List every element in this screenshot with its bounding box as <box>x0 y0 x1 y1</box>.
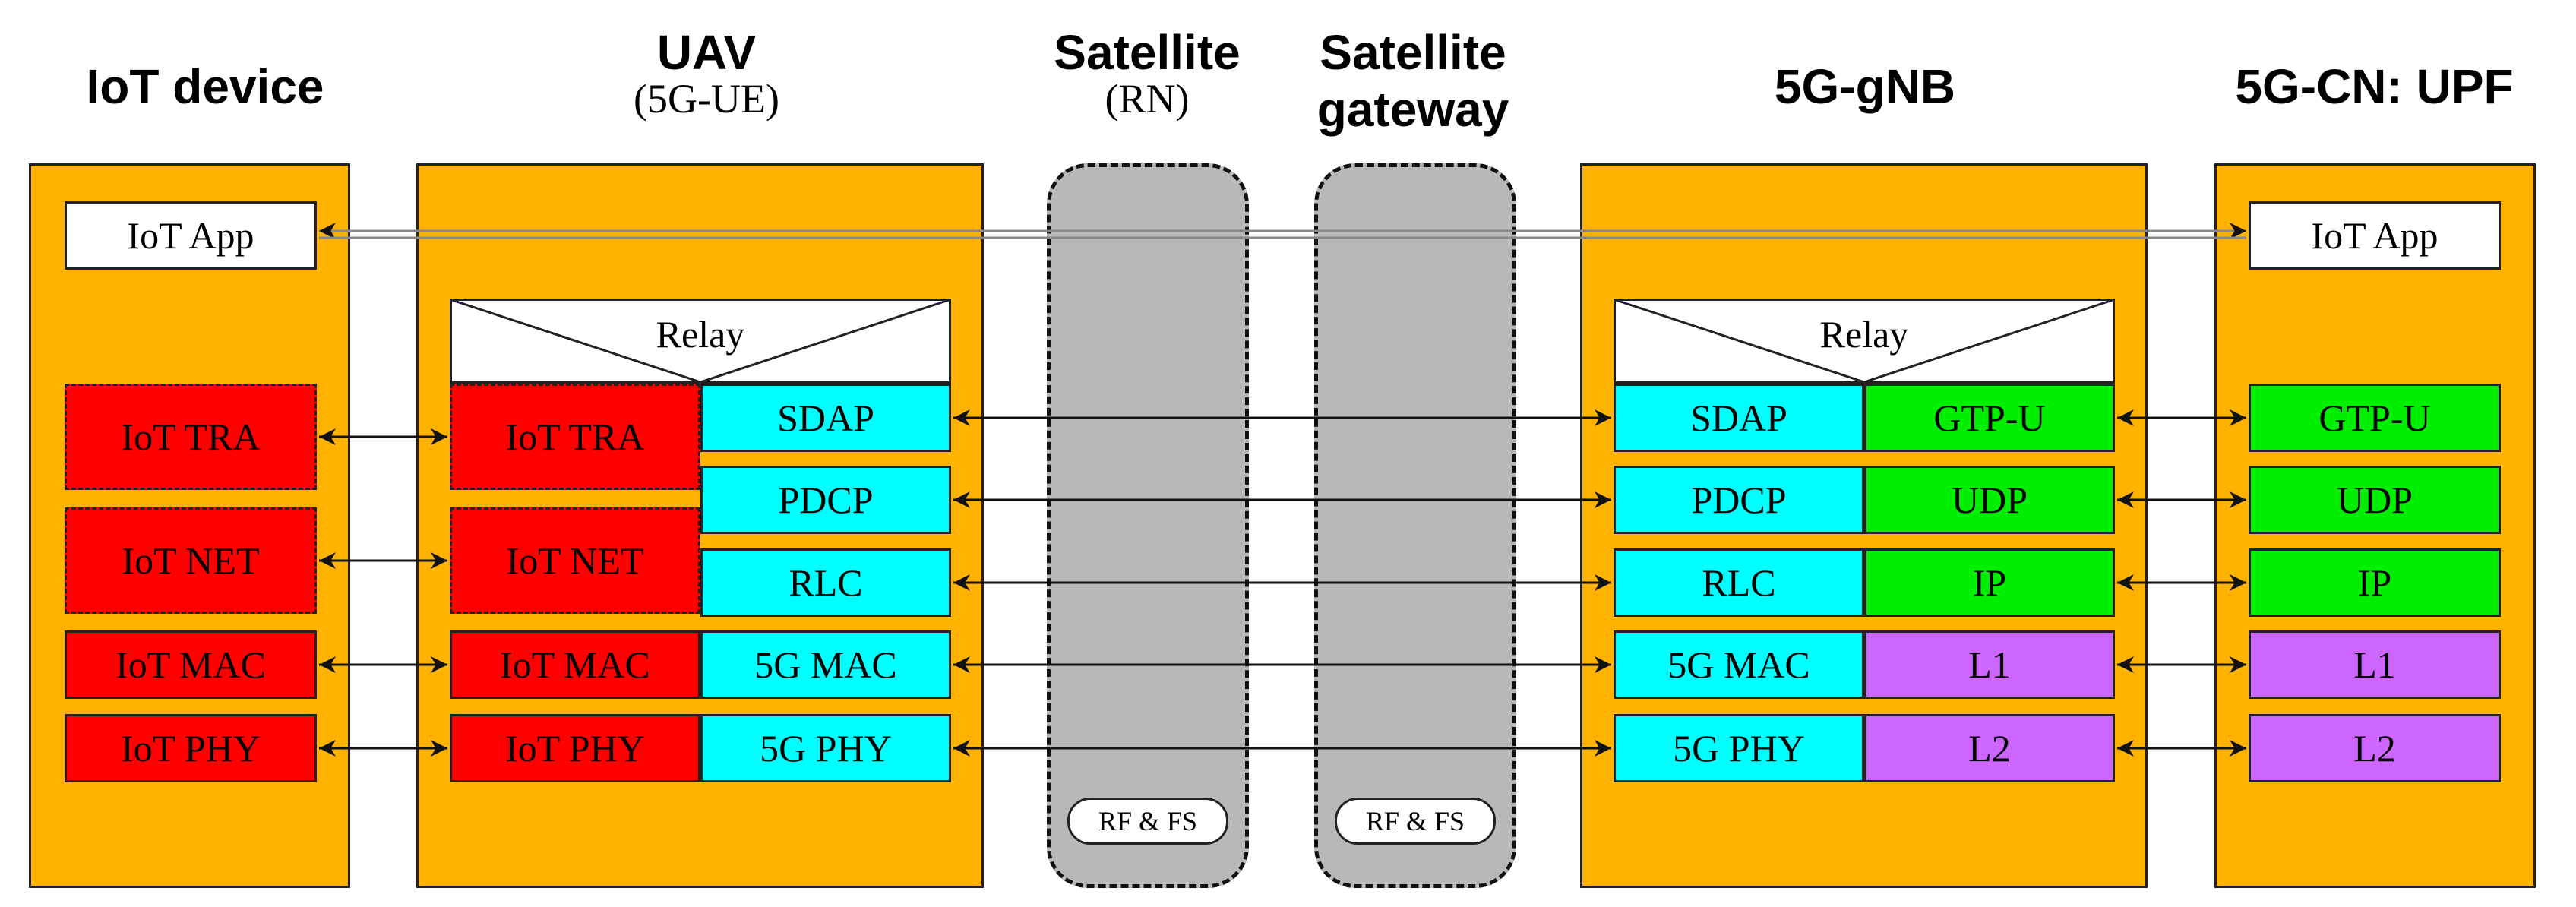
iot-device-mac: IoT MAC <box>65 630 317 699</box>
gnb-title: 5G-gNB <box>1774 59 1956 114</box>
iot-device-tra: IoT TRA <box>65 384 317 490</box>
uav-5g-phy: 5G PHY <box>700 714 951 782</box>
cn-udp: UDP <box>2249 466 2501 534</box>
uav-iot-mac: IoT MAC <box>450 630 700 699</box>
gnb-rlc: RLC <box>1614 548 1864 617</box>
satellite-rf-fs: RF & FS <box>1067 798 1228 845</box>
uav-subtitle: (5G-UE) <box>634 76 779 122</box>
iot-device-title: IoT device <box>86 59 324 114</box>
gnb-relay-label: Relay <box>1819 313 1909 356</box>
uav-relay-shape <box>450 299 951 384</box>
uav-title: UAV <box>656 25 757 80</box>
cn-title: 5G-CN: UPF <box>2235 59 2514 114</box>
gnb-pdcp: PDCP <box>1614 466 1864 534</box>
uav-iot-phy: IoT PHY <box>450 714 700 782</box>
gnb-l1: L1 <box>1864 630 2115 699</box>
gnb-l2: L2 <box>1864 714 2115 782</box>
iot-device-phy: IoT PHY <box>65 714 317 782</box>
satellite-column <box>1047 163 1249 888</box>
uav-pdcp: PDCP <box>700 466 951 534</box>
cn-l2: L2 <box>2249 714 2501 782</box>
uav-sdap: SDAP <box>700 384 951 452</box>
satellite-title: Satellite <box>1054 25 1241 80</box>
uav-relay-label: Relay <box>656 313 745 356</box>
uav-relay: Relay <box>450 299 951 384</box>
cn-ip: IP <box>2249 548 2501 617</box>
satellite-gateway-rf-fs: RF & FS <box>1335 798 1496 845</box>
gnb-sdap: SDAP <box>1614 384 1864 452</box>
gnb-relay: Relay <box>1614 299 2115 384</box>
cn-gtp-u: GTP-U <box>2249 384 2501 452</box>
gnb-udp: UDP <box>1864 466 2115 534</box>
satellite-subtitle: (RN) <box>1105 76 1190 122</box>
satellite-gateway-title-line1: Satellite <box>1320 25 1506 80</box>
satellite-gateway-title-line2: gateway <box>1316 82 1509 137</box>
uav-iot-tra: IoT TRA <box>450 384 700 490</box>
cn-l1: L1 <box>2249 630 2501 699</box>
cn-app: IoT App <box>2249 201 2501 270</box>
gnb-relay-shape <box>1614 299 2115 384</box>
gnb-5g-mac: 5G MAC <box>1614 630 1864 699</box>
uav-rlc: RLC <box>700 548 951 617</box>
gnb-gtp-u: GTP-U <box>1864 384 2115 452</box>
uav-iot-net: IoT NET <box>450 507 700 614</box>
gnb-ip: IP <box>1864 548 2115 617</box>
gnb-5g-phy: 5G PHY <box>1614 714 1864 782</box>
uav-5g-mac: 5G MAC <box>700 630 951 699</box>
iot-device-net: IoT NET <box>65 507 317 614</box>
satellite-gateway-column <box>1314 163 1516 888</box>
iot-device-app: IoT App <box>65 201 317 270</box>
